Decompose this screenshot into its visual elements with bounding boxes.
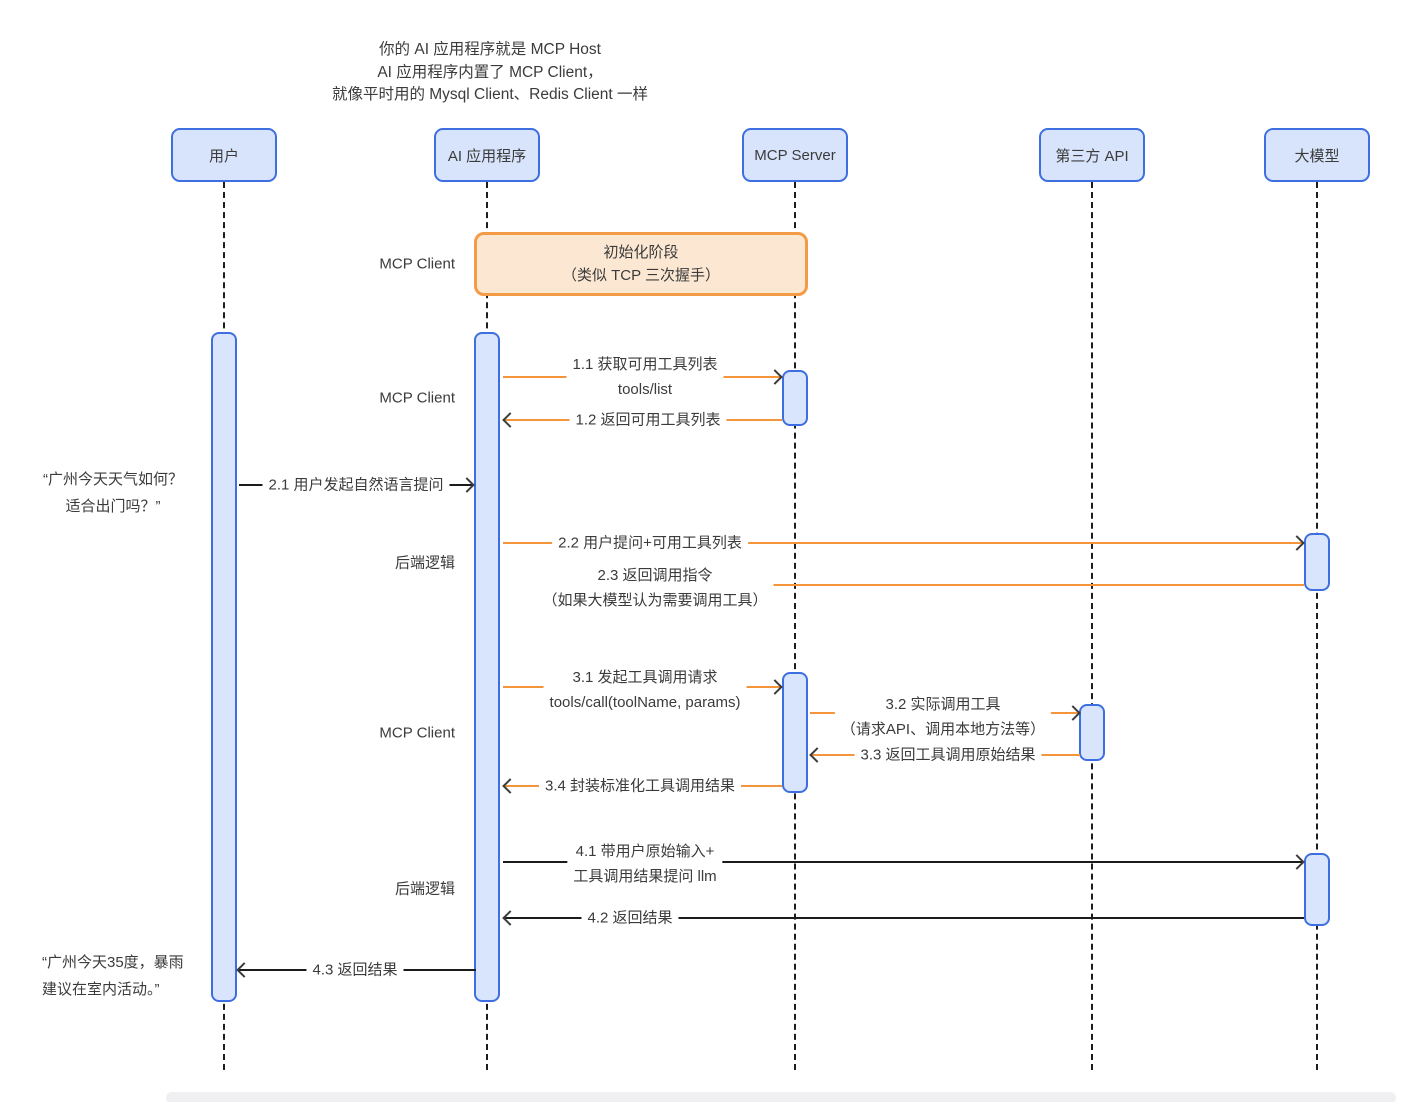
activation-mcp-server-2 <box>782 672 808 793</box>
top-annotation-line1: 你的 AI 应用程序就是 MCP Host <box>379 41 601 58</box>
note-llm-answer: “广州今天35度，暴雨 建议在室内活动。” <box>42 949 217 1003</box>
actor-mcp-server-label: MCP Server <box>754 146 836 164</box>
init-phase-line2: （类似 TCP 三次握手） <box>561 267 721 284</box>
message-4-2-line1: 4.2 返回结果 <box>587 909 673 927</box>
phase1-side-label: MCP Client <box>379 389 455 407</box>
note-question-line1: “广州今天天气如何？ <box>43 471 183 488</box>
message-3-1-line2: tools/call(toolName, params) <box>549 694 741 711</box>
actor-llm-label: 大模型 <box>1294 147 1340 165</box>
message-4-2-arrowhead-icon <box>502 910 518 926</box>
message-2-1-arrowhead-icon <box>459 477 475 493</box>
message-2-1-label: 2.1 用户发起自然语言提问 <box>262 472 450 498</box>
message-2-3-line2: （如果大模型认为需要调用工具） <box>542 592 768 609</box>
init-phase-line1: 初始化阶段 <box>603 244 679 261</box>
top-annotation: 你的 AI 应用程序就是 MCP Host AI 应用程序内置了 MCP Cli… <box>295 39 685 107</box>
message-4-2-line <box>505 917 1304 919</box>
message-3-2-line1: 3.2 实际调用工具 <box>885 696 1001 713</box>
message-2-2-label: 2.2 用户提问+可用工具列表 <box>552 530 748 556</box>
actor-ai-app-label: AI 应用程序 <box>447 147 527 165</box>
lifeline-mcp-server <box>794 182 796 1070</box>
message-4-1-line <box>503 861 1302 863</box>
note-answer-line2: 建议在室内活动。” <box>42 981 160 998</box>
message-2-2-line <box>503 542 1302 544</box>
message-3-4-line1: 3.4 封装标准化工具调用结果 <box>544 777 736 795</box>
init-phase-box: 初始化阶段 （类似 TCP 三次握手） <box>474 232 808 296</box>
message-3-3-arrowhead-icon <box>809 747 825 763</box>
message-4-2-label: 4.2 返回结果 <box>581 905 679 931</box>
note-question-line2: 适合出门吗？” <box>65 498 161 515</box>
init-phase-side-label: MCP Client <box>379 255 455 273</box>
note-answer-line1: “广州今天35度，暴雨 <box>42 954 184 971</box>
phase3-side-label: MCP Client <box>379 724 455 742</box>
actor-ai-app: AI 应用程序 <box>434 128 540 182</box>
message-1-2-line1: 1.2 返回可用工具列表 <box>575 411 721 429</box>
top-annotation-line3: 就像平时用的 Mysql Client、Redis Client 一样 <box>331 86 649 103</box>
activation-llm-2 <box>1304 853 1330 926</box>
phase4-side-label: 后端逻辑 <box>394 880 455 898</box>
bottom-divider-bar <box>166 1092 1396 1102</box>
message-4-1-line1: 4.1 带用户原始输入+ <box>575 843 715 860</box>
message-2-2-line1: 2.2 用户提问+可用工具列表 <box>558 534 742 552</box>
lifeline-third-party-api <box>1091 182 1093 1070</box>
message-1-2-arrowhead-icon <box>502 412 518 428</box>
message-1-1-line1: 1.1 获取可用工具列表 <box>572 356 718 373</box>
actor-user: 用户 <box>171 128 277 182</box>
message-4-3-arrowhead-icon <box>236 962 252 978</box>
message-2-3-line <box>755 584 1304 586</box>
activation-ai-app <box>474 332 500 1002</box>
lifeline-llm <box>1316 182 1318 1070</box>
activation-llm-1 <box>1304 533 1330 591</box>
actor-third-party-api-label: 第三方 API <box>1055 147 1129 165</box>
top-annotation-line2: AI 应用程序内置了 MCP Client， <box>377 63 603 81</box>
message-2-2-arrowhead-icon <box>1289 535 1305 551</box>
message-3-3-label: 3.3 返回工具调用原始结果 <box>854 742 1042 768</box>
message-1-1-line2: tools/list <box>617 381 673 398</box>
message-1-1-arrowhead-icon <box>767 369 783 385</box>
message-4-1-label: 4.1 带用户原始输入+ 工具调用结果提问 llm <box>567 839 723 889</box>
message-1-2-label: 1.2 返回可用工具列表 <box>569 407 727 433</box>
message-3-4-arrowhead-icon <box>502 778 518 794</box>
message-2-1-line1: 2.1 用户发起自然语言提问 <box>268 476 444 494</box>
message-3-3-line1: 3.3 返回工具调用原始结果 <box>860 746 1036 764</box>
note-user-question: “广州今天天气如何？ 适合出门吗？” <box>28 466 198 520</box>
message-2-3-label: 2.3 返回调用指令 （如果大模型认为需要调用工具） <box>536 563 774 613</box>
message-4-3-line1: 4.3 返回结果 <box>312 961 398 979</box>
activation-user <box>211 332 237 1002</box>
actor-third-party-api: 第三方 API <box>1039 128 1145 182</box>
message-3-1-arrowhead-icon <box>767 679 783 695</box>
actor-llm: 大模型 <box>1264 128 1370 182</box>
message-3-2-line2: （请求API、调用本地方法等） <box>840 721 1046 738</box>
actor-mcp-server: MCP Server <box>742 128 848 182</box>
message-4-1-line2: 工具调用结果提问 llm <box>573 868 717 885</box>
message-4-3-label: 4.3 返回结果 <box>306 957 404 983</box>
message-2-3-line1: 2.3 返回调用指令 <box>597 567 713 584</box>
message-3-1-line1: 3.1 发起工具调用请求 <box>572 669 718 686</box>
message-3-4-label: 3.4 封装标准化工具调用结果 <box>538 773 742 799</box>
message-4-1-arrowhead-icon <box>1289 854 1305 870</box>
activation-mcp-server-1 <box>782 370 808 426</box>
message-3-2-label: 3.2 实际调用工具 （请求API、调用本地方法等） <box>834 692 1052 742</box>
phase2-side-label: 后端逻辑 <box>394 554 455 572</box>
message-1-1-label: 1.1 获取可用工具列表 tools/list <box>566 352 724 402</box>
actor-user-label: 用户 <box>208 147 239 165</box>
message-3-1-label: 3.1 发起工具调用请求 tools/call(toolName, params… <box>543 665 747 715</box>
activation-third-party-api <box>1079 704 1105 761</box>
